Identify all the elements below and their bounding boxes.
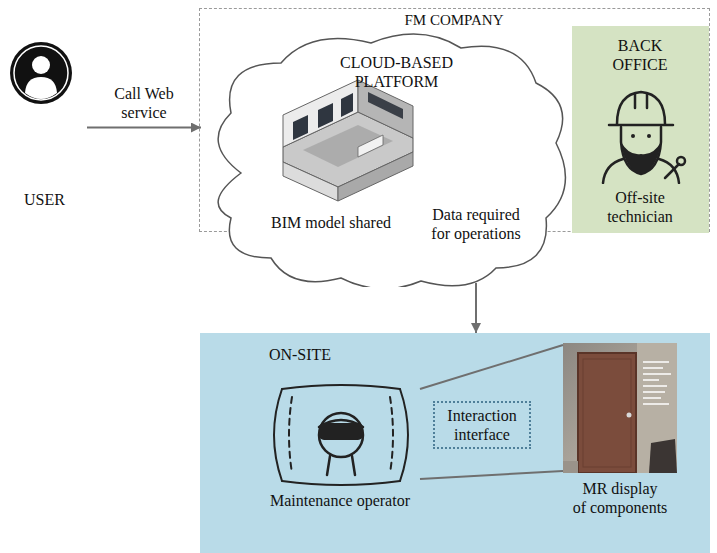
illustration-part	[637, 343, 677, 473]
text-slot: Off-site technician	[590, 188, 690, 226]
node-label: FM COMPANY	[200, 11, 708, 29]
connector	[420, 471, 563, 479]
illustration-part	[609, 124, 673, 127]
illustration-part	[32, 56, 50, 74]
node-label: CLOUD-BASED PLATFORM	[319, 53, 474, 91]
node-label: Interaction interface	[442, 406, 522, 444]
illustration-part	[643, 379, 659, 381]
illustration-part	[289, 397, 292, 473]
mr-display: MR display of components	[563, 343, 677, 525]
interface-box: Interaction interface	[433, 401, 531, 449]
illustration-part	[631, 134, 635, 138]
cloud-platform: CLOUD-BASED PLATFORM BIM model shared Data…	[201, 23, 573, 285]
node-label: BACK OFFICE	[590, 36, 690, 74]
illustration-part	[283, 80, 358, 147]
illustration-part	[293, 115, 308, 140]
illustration-part	[603, 159, 623, 183]
illustration-part	[563, 343, 677, 473]
bim-model	[263, 75, 423, 210]
illustration-part	[282, 481, 400, 485]
illustration-part	[643, 373, 671, 375]
text-slot: FM COMPANY	[200, 11, 708, 29]
illustration-part	[10, 42, 72, 104]
text-slot: Call Web service	[99, 84, 189, 122]
illustration-part	[319, 423, 363, 440]
illustration-part	[358, 135, 383, 157]
illustration-part	[643, 385, 667, 387]
text-slot: Interaction interface	[442, 406, 522, 444]
connector	[87, 127, 201, 129]
illustration-part	[327, 456, 355, 475]
text-slot: BACK OFFICE	[590, 36, 690, 74]
illustration-part	[283, 162, 338, 201]
illustration-part	[621, 127, 661, 174]
illustration-part	[282, 385, 400, 389]
text-slot: BIM model shared	[256, 213, 406, 232]
company-boundary: FM COMPANY CLOUD-BASED PLATFORM BIM model …	[199, 8, 710, 232]
illustration-part	[578, 353, 636, 473]
user-icon	[2, 40, 87, 115]
illustration-part	[643, 361, 669, 363]
on-site-panel: ON-SITE Maintenance operator Interaction i…	[200, 333, 710, 553]
node-label: ON-SITE	[255, 345, 345, 364]
operator-headset-icon	[260, 383, 420, 489]
connector	[475, 283, 477, 333]
node-label: BIM model shared	[256, 213, 406, 232]
connector	[420, 345, 563, 389]
illustration-part	[643, 367, 663, 369]
illustration-part	[274, 389, 282, 481]
back-office-box: BACK OFFICE Off-site technician	[572, 26, 709, 233]
text-slot: Maintenance operator	[260, 491, 420, 510]
node-label: USER	[2, 190, 87, 209]
illustration-part	[635, 94, 647, 108]
illustration-part	[617, 92, 665, 124]
illustration-part	[368, 92, 403, 119]
mr-photo	[563, 343, 677, 473]
node-label: Off-site technician	[590, 188, 690, 226]
text-slot: MR display of components	[563, 479, 677, 517]
node-label: MR display of components	[563, 479, 677, 517]
text-slot: ON-SITE	[255, 345, 345, 364]
illustration-part	[14, 46, 68, 100]
illustration-part	[218, 34, 565, 287]
illustration-part	[274, 385, 408, 485]
illustration-part	[643, 361, 671, 405]
illustration-part	[25, 77, 57, 99]
illustration-part	[400, 389, 408, 481]
node-label: Maintenance operator	[260, 491, 420, 510]
illustration-part	[665, 164, 679, 178]
illustration-part	[318, 103, 333, 128]
illustration-part	[563, 461, 578, 473]
illustration-part	[603, 92, 685, 183]
illustration-part	[341, 93, 353, 117]
text-slot: USER	[2, 190, 87, 209]
illustration-part	[643, 403, 669, 405]
illustration-part	[649, 439, 677, 473]
user-actor: USER	[2, 40, 87, 215]
node-label: Data required for operations	[420, 205, 532, 243]
operator-figure: Maintenance operator	[260, 383, 420, 518]
illustration-part	[627, 413, 632, 418]
text-slot: Data required for operations	[420, 205, 532, 243]
illustration-part	[647, 134, 651, 138]
illustration-part	[338, 152, 413, 201]
illustration-part	[677, 157, 685, 165]
text-slot: CLOUD-BASED PLATFORM	[319, 53, 474, 91]
illustration-part	[319, 413, 363, 457]
illustration-part	[643, 397, 661, 399]
illustration-part	[621, 142, 661, 174]
illustration-part	[643, 391, 665, 393]
illustration-part	[390, 397, 393, 473]
edge-label: Call Web service	[99, 84, 189, 122]
illustration-part	[583, 359, 631, 467]
technician-icon	[595, 86, 687, 184]
